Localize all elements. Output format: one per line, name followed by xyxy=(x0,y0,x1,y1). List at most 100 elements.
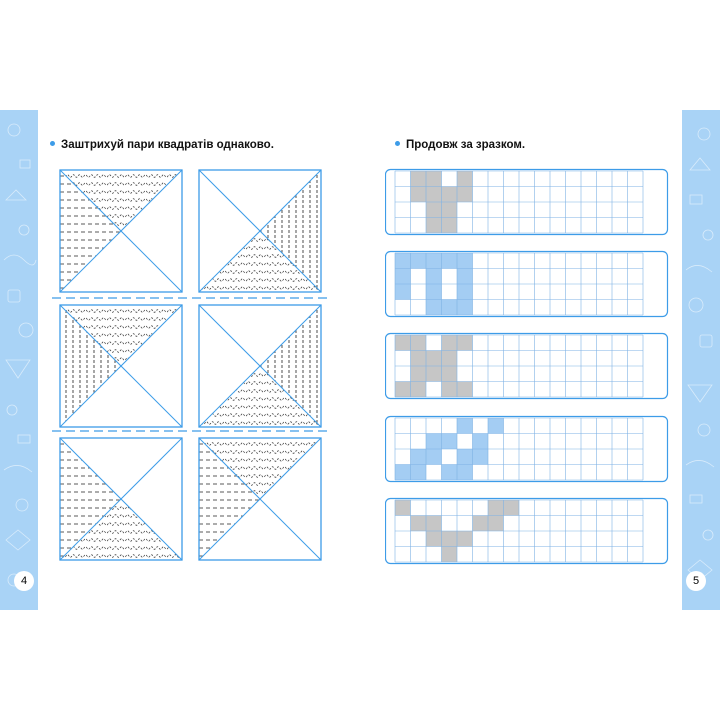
filled-cell xyxy=(441,335,457,351)
filled-cell xyxy=(426,202,442,218)
square-outline xyxy=(198,437,322,561)
diagonal-line xyxy=(198,304,322,428)
filled-cell xyxy=(426,186,442,202)
pattern-grid xyxy=(385,250,669,318)
filled-cell xyxy=(426,253,442,269)
shading-square xyxy=(198,304,322,428)
bullet-icon xyxy=(50,141,55,147)
filled-cell xyxy=(426,284,442,300)
filled-cell xyxy=(426,171,442,187)
grid-frame xyxy=(385,250,669,318)
square-outline xyxy=(198,169,322,293)
filled-cell xyxy=(472,449,488,465)
filled-cell xyxy=(441,253,457,269)
pattern-grid xyxy=(385,415,669,483)
filled-cell xyxy=(410,464,426,480)
pattern-grid xyxy=(385,168,669,236)
square-outline xyxy=(59,437,183,561)
filled-cell xyxy=(488,500,504,516)
filled-cell xyxy=(488,515,504,531)
shading-square xyxy=(198,169,322,293)
filled-cell xyxy=(410,366,426,382)
filled-cell xyxy=(395,253,411,269)
filled-cell xyxy=(395,381,411,397)
hatch-dash xyxy=(199,443,260,557)
filled-cell xyxy=(472,433,488,449)
diagonal-line xyxy=(198,169,322,293)
filled-cell xyxy=(410,381,426,397)
filled-cell xyxy=(426,449,442,465)
shading-square xyxy=(59,437,183,561)
filled-cell xyxy=(395,268,411,284)
filled-cell xyxy=(426,515,442,531)
hatch-wave xyxy=(60,174,182,231)
shading-square xyxy=(59,169,183,293)
filled-cell xyxy=(410,515,426,531)
hatch-vertical xyxy=(260,170,318,292)
filled-cell xyxy=(395,500,411,516)
pattern-grid xyxy=(385,497,669,565)
left-decorative-strip xyxy=(0,110,38,610)
filled-cell xyxy=(426,350,442,366)
filled-cell xyxy=(441,350,457,366)
bullet-icon xyxy=(395,141,400,147)
pattern-grid xyxy=(385,332,669,400)
page-number-right: 5 xyxy=(686,571,706,591)
instruction-right: Продовж за зразком. xyxy=(395,139,525,151)
filled-cell xyxy=(441,202,457,218)
filled-cell xyxy=(441,433,457,449)
hatch-wave xyxy=(60,499,182,558)
right-decorative-strip xyxy=(682,110,720,610)
filled-cell xyxy=(503,500,519,516)
filled-cell xyxy=(457,253,473,269)
page-number-left: 4 xyxy=(14,571,34,591)
filled-cell xyxy=(457,531,473,547)
square-outline xyxy=(198,304,322,428)
diagonal-line xyxy=(59,304,183,428)
grid-frame xyxy=(385,497,669,565)
hatch-vertical xyxy=(260,305,318,427)
square-outline xyxy=(59,169,183,293)
filled-cell xyxy=(395,284,411,300)
filled-cell xyxy=(426,433,442,449)
filled-cell xyxy=(426,299,442,315)
grid-frame xyxy=(385,415,669,483)
shading-squares-area xyxy=(52,169,330,561)
hatch-wave xyxy=(199,366,321,425)
shading-square xyxy=(59,304,183,428)
filled-cell xyxy=(410,186,426,202)
filled-cell xyxy=(395,464,411,480)
diagonal-line xyxy=(59,169,183,293)
filled-cell xyxy=(441,464,457,480)
filled-cell xyxy=(410,253,426,269)
filled-cell xyxy=(457,418,473,434)
grid-frame xyxy=(385,168,669,236)
shading-square xyxy=(198,437,322,561)
filled-cell xyxy=(441,366,457,382)
filled-cell xyxy=(457,171,473,187)
filled-cell xyxy=(410,335,426,351)
hatch-dash xyxy=(60,175,121,289)
filled-cell xyxy=(441,381,457,397)
pattern-grids-area xyxy=(385,168,669,565)
filled-cell xyxy=(472,515,488,531)
filled-cell xyxy=(395,335,411,351)
filled-cell xyxy=(457,284,473,300)
filled-cell xyxy=(441,531,457,547)
instruction-left-text: Заштрихуй пари квадратів однаково. xyxy=(61,139,274,151)
filled-cell xyxy=(426,217,442,233)
hatch-wave xyxy=(199,231,321,290)
filled-cell xyxy=(426,531,442,547)
filled-cell xyxy=(457,299,473,315)
filled-cell xyxy=(410,350,426,366)
hatch-vertical xyxy=(65,305,116,427)
filled-cell xyxy=(410,171,426,187)
hatch-wave xyxy=(199,442,321,499)
filled-cell xyxy=(457,186,473,202)
filled-cell xyxy=(457,268,473,284)
grid-frame xyxy=(385,332,669,400)
filled-cell xyxy=(426,268,442,284)
filled-cell xyxy=(457,335,473,351)
filled-cell xyxy=(441,186,457,202)
